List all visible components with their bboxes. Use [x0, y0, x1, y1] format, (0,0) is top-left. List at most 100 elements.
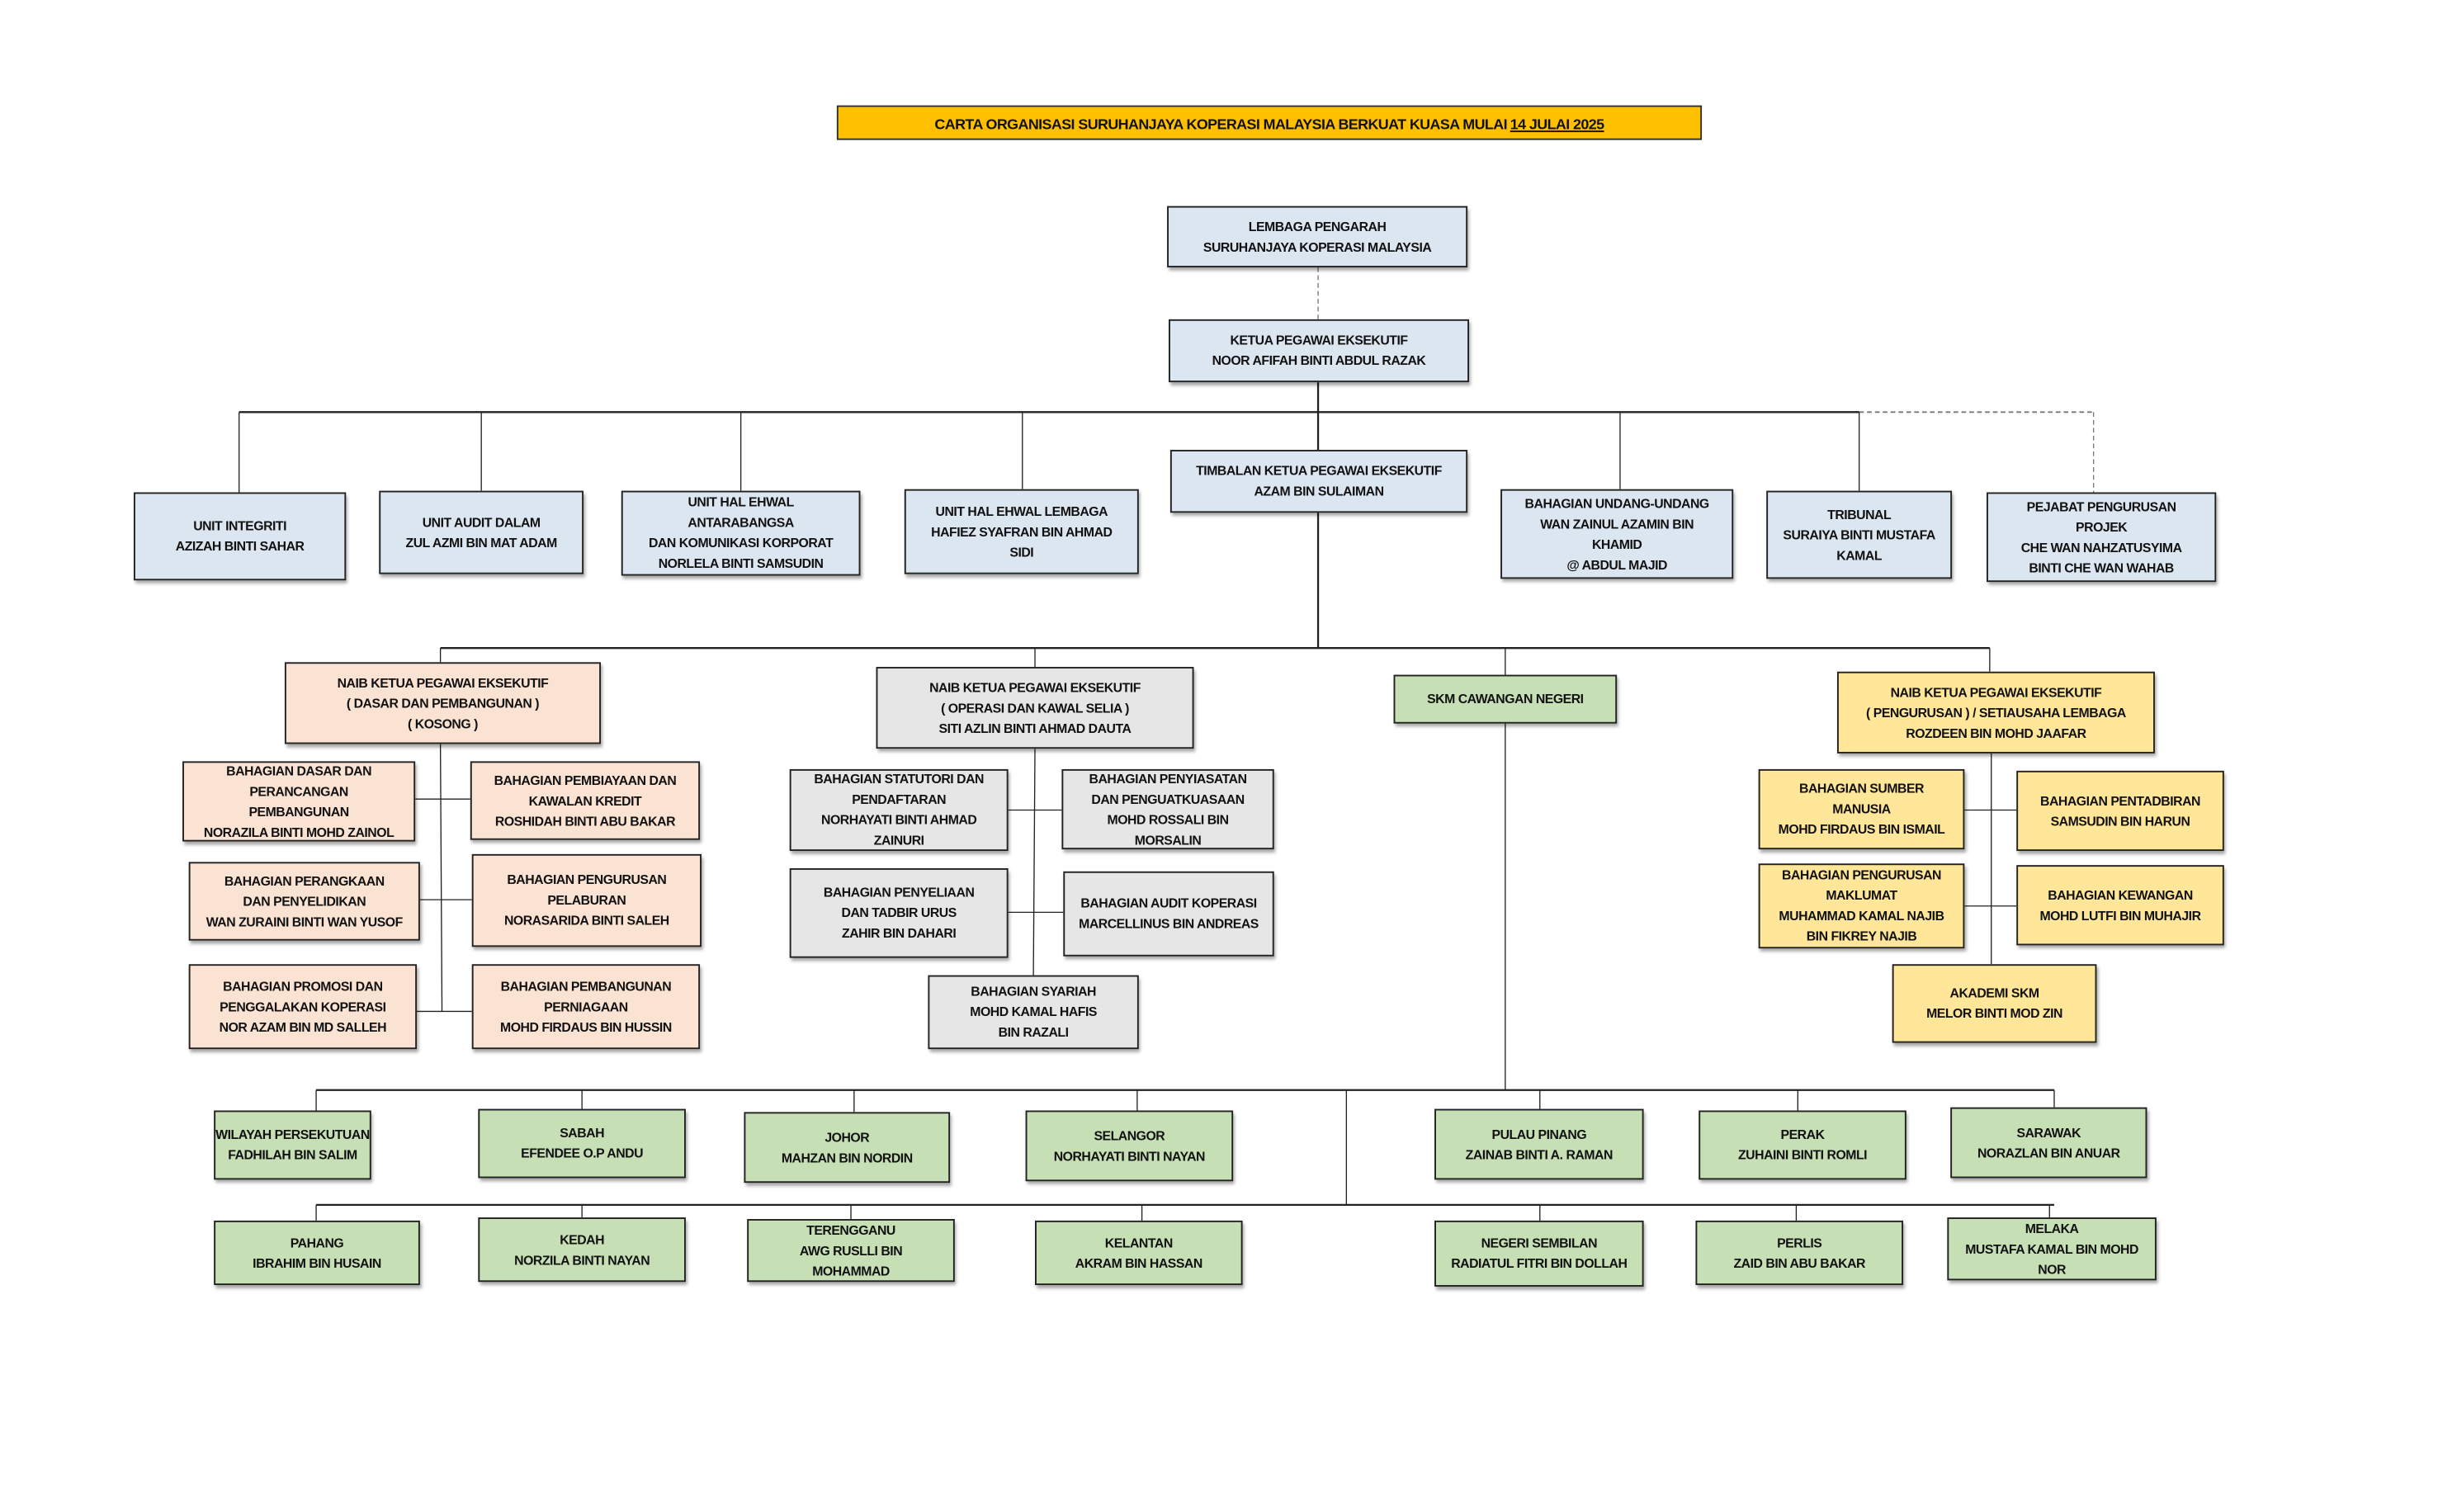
org-box-line: FADHILAH BIN SALIM	[228, 1146, 357, 1163]
org-box-kpe: KETUA PEGAWAI EKSEKUTIF NOOR AFIFAH BINTI…	[1169, 319, 1470, 383]
org-box-line: ZAINAB BINTI A. RAMAN	[1465, 1146, 1614, 1162]
org-box-line: NORAZILA BINTI MOHD ZAINOL	[203, 823, 395, 839]
org-box-line: SAMSUDIN BIN HARUN	[2050, 812, 2190, 829]
org-box-line: LEMBAGA PENGARAH	[1248, 217, 1387, 234]
org-box-line: PERAK	[1780, 1126, 1825, 1142]
org-box-line: NOR AZAM BIN MD SALLEH	[219, 1018, 387, 1035]
org-box-line: ( KOSONG )	[408, 715, 478, 731]
org-box-line: BAHAGIAN PEMBANGUNAN	[500, 977, 672, 994]
org-box-line: BAHAGIAN PENGURUSAN	[1782, 867, 1942, 883]
org-box-sabah: SABAH EFENDEE O.P ANDU	[478, 1108, 686, 1179]
org-box-line: NORLELA BINTI SAMSUDIN	[658, 555, 824, 571]
org-box-line: EFENDEE O.P ANDU	[521, 1145, 644, 1161]
org-box-line: UNIT HAL EHWAL	[687, 494, 794, 510]
org-box-line: RADIATUL FITRI BIN DOLLAH	[1451, 1254, 1628, 1271]
org-box-line: SURAIYA BINTI MUSTAFA	[1783, 526, 1935, 542]
org-box-line: BAHAGIAN PENYIASATAN	[1089, 769, 1247, 786]
org-box-line: AKRAM BIN HASSAN	[1075, 1254, 1202, 1270]
org-box-line: MOHD ROSSALI BIN	[1107, 810, 1229, 827]
org-box-line: HAFIEZ SYAFRAN BIN AHMAD	[931, 522, 1113, 539]
org-box-line: MOHD LUTFI BIN MUHAJIR	[2039, 906, 2201, 923]
org-box-kelantan: KELANTAN AKRAM BIN HASSAN	[1035, 1220, 1243, 1286]
org-box-pahang: PAHANG IBRAHIM BIN HUSAIN	[214, 1220, 420, 1286]
org-box-nkpe-operasi: NAIB KETUA PEGAWAI EKSEKUTIF( OPERASI DA…	[876, 667, 1194, 749]
org-box-kedah: KEDAH NORZILA BINTI NAYAN	[478, 1217, 686, 1283]
org-box-line: KEDAH	[560, 1231, 605, 1247]
org-box-line: BAHAGIAN PERANGKAAN	[224, 872, 385, 888]
org-box-line: PULAU PINANG	[1491, 1125, 1587, 1141]
org-box-line: MOHD KAMAL HAFIS	[970, 1003, 1097, 1019]
org-box-line: MANUSIA	[1832, 801, 1891, 817]
org-box-line: DAN KOMUNIKASI KORPORAT	[648, 534, 834, 551]
org-box-line: NORHAYATI BINTI AHMAD	[821, 811, 977, 828]
org-box-line: MUHAMMAD KAMAL NAJIB	[1779, 907, 1944, 924]
org-box-perak: PERAK ZUHAINI BINTI ROMLI	[1699, 1110, 1906, 1180]
org-box-line: PELABURAN	[547, 891, 626, 908]
org-box-line: UNIT AUDIT DALAM	[422, 513, 541, 530]
org-box-line: MOHAMMAD	[812, 1262, 890, 1278]
org-box-line: ZUHAINI BINTI ROMLI	[1737, 1146, 1868, 1163]
org-box-pelaburan: BAHAGIAN PENGURUSAN PELABURAN NORASARIDA B…	[471, 853, 702, 947]
org-box-line: PENGGALAKAN KOPERASI	[220, 998, 386, 1014]
org-box-line: KETUA PEGAWAI EKSEKUTIF	[1230, 332, 1408, 348]
org-box-line: MORSALIN	[1134, 831, 1202, 848]
org-box-line: MUSTAFA KAMAL BIN MOHD	[1965, 1240, 2138, 1256]
org-box-line: ( DASAR DAN PEMBANGUNAN )	[346, 694, 540, 711]
org-box-line: KELANTAN	[1104, 1234, 1173, 1250]
org-box-line: BINTI CHE WAN WAHAB	[2029, 559, 2174, 575]
connector	[1032, 749, 1036, 976]
org-box-line: BAHAGIAN SUMBER	[1798, 780, 1925, 796]
org-box-line: BAHAGIAN AUDIT KOPERASI	[1080, 895, 1257, 911]
org-box-line: KAMAL	[1836, 546, 1883, 563]
org-box-line: NORASARIDA BINTI SALEH	[503, 912, 669, 928]
org-box-line: ROSHIDAH BINTI ABU BAKAR	[494, 812, 676, 829]
org-box-line: NAIB KETUA PEGAWAI EKSEKUTIF	[337, 673, 549, 690]
org-box-line: BAHAGIAN PENGURUSAN	[507, 871, 667, 887]
org-box-line: IBRAHIM BIN HUSAIN	[253, 1254, 381, 1270]
org-box-line: BAHAGIAN PENYELIAAN	[823, 884, 975, 900]
org-box-line: AKADEMI SKM	[1949, 985, 2040, 1001]
org-box-line: NOOR AFIFAH BINTI ABDUL RAZAK	[1212, 352, 1426, 368]
org-box-line: BAHAGIAN DASAR DAN	[226, 762, 372, 778]
org-box-line: MARCELLINUS BIN ANDREAS	[1079, 915, 1259, 932]
org-box-line: PAHANG	[290, 1234, 344, 1250]
org-box-line: DAN PENYELIDIKAN	[243, 892, 366, 909]
org-box-line: NORHAYATI BINTI NAYAN	[1053, 1147, 1206, 1164]
org-box-line: UNIT INTEGRITI	[193, 517, 287, 534]
org-box-line: NORZILA BINTI NAYAN	[514, 1251, 650, 1268]
org-box-line: ZAHIR BIN DAHARI	[842, 924, 957, 941]
org-box-line: ( PENGURUSAN ) / SETIAUSAHA LEMBAGA	[1866, 703, 2126, 720]
org-box-line: ZUL AZMI BIN MAT ADAM	[405, 534, 558, 550]
org-box-line: TERENGGANU	[806, 1221, 895, 1237]
org-box-line: PROJEK	[2076, 517, 2128, 535]
org-box-line: BAHAGIAN PEMBIAYAAN DAN	[494, 771, 677, 787]
org-box-line: ZAINURI	[873, 832, 924, 848]
org-box-line: AZAM BIN SULAIMAN	[1254, 483, 1384, 499]
connector	[439, 744, 443, 1012]
org-box-line: SABAH	[560, 1124, 605, 1141]
org-box-line: AWG RUSLLI BIN	[799, 1241, 903, 1258]
org-box-line: SIDI	[1009, 543, 1034, 560]
org-box-line: TRIBUNAL	[1827, 505, 1892, 522]
org-box-line: PERNIAGAAN	[544, 998, 628, 1014]
org-box-line: BIN RAZALI	[998, 1023, 1069, 1040]
org-box-line: SKM CAWANGAN NEGERI	[1427, 690, 1584, 706]
org-box-line: @ ABDUL MAJID	[1566, 555, 1667, 572]
org-box-line: PEJABAT PENGURUSAN	[2026, 498, 2176, 514]
